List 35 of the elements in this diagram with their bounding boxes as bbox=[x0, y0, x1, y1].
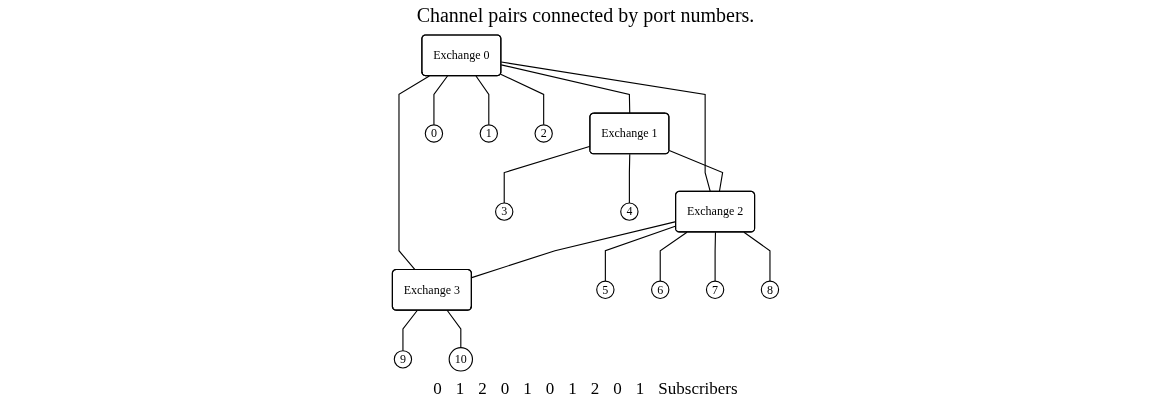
connector bbox=[475, 75, 490, 126]
node-circle: 2 bbox=[534, 124, 553, 143]
connector bbox=[446, 309, 462, 349]
port-number-label: 1 bbox=[523, 379, 532, 399]
node-circle: 7 bbox=[705, 280, 725, 300]
port-number-label: 1 bbox=[635, 379, 645, 399]
port-number-label: 1 bbox=[455, 379, 465, 399]
port-number-label: 0 bbox=[545, 379, 555, 399]
port-number-label: 2 bbox=[478, 379, 487, 399]
connector bbox=[628, 153, 631, 204]
node-circle: 1 bbox=[479, 124, 498, 143]
connector bbox=[402, 309, 418, 352]
diagram-title: Channel pairs connected by port numbers. bbox=[416, 4, 755, 27]
node-circle: 0 bbox=[424, 124, 444, 143]
node-circle: 5 bbox=[596, 280, 615, 300]
port-number-label: 1 bbox=[568, 379, 577, 399]
connector bbox=[500, 61, 711, 193]
connector bbox=[500, 64, 631, 115]
connector bbox=[743, 231, 771, 282]
port-number-label: 0 bbox=[500, 379, 510, 399]
connector bbox=[398, 75, 430, 271]
node-circle: 3 bbox=[495, 202, 514, 221]
port-number-label: 2 bbox=[590, 379, 600, 399]
port-number-label: 0 bbox=[433, 379, 442, 399]
node-circle: 8 bbox=[760, 280, 780, 300]
connector bbox=[714, 231, 717, 282]
connector bbox=[433, 75, 449, 126]
connector bbox=[668, 149, 724, 193]
node-circle: 4 bbox=[620, 202, 639, 221]
node-circle: 6 bbox=[651, 280, 670, 300]
port-number-label: 0 bbox=[613, 379, 622, 399]
note-label: Subscribers bbox=[658, 379, 738, 399]
node-circle: 9 bbox=[393, 350, 413, 369]
node-circle: 10 bbox=[448, 347, 474, 372]
connector bbox=[659, 231, 688, 282]
